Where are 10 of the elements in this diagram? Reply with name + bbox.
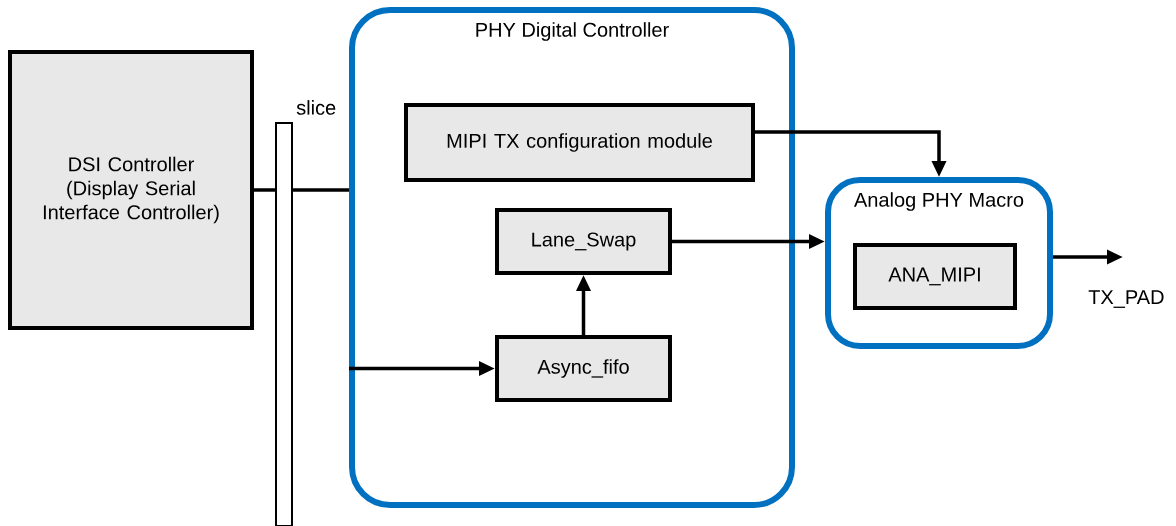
connector-line <box>293 188 349 192</box>
connector-line <box>254 188 275 192</box>
process-box: Lane_Swap <box>495 208 672 275</box>
process-box: DSI Controller (Display Serial Interface Controller) <box>8 50 254 330</box>
pad-label: TX_PAD <box>1088 290 1164 308</box>
node-label: slice <box>296 100 336 115</box>
process-box: ANA_MIPI <box>853 243 1017 310</box>
process-box: MIPI TX configuration module <box>404 103 755 182</box>
process-box: Async_fifo <box>495 335 672 402</box>
slice-bar: slice <box>275 100 336 526</box>
